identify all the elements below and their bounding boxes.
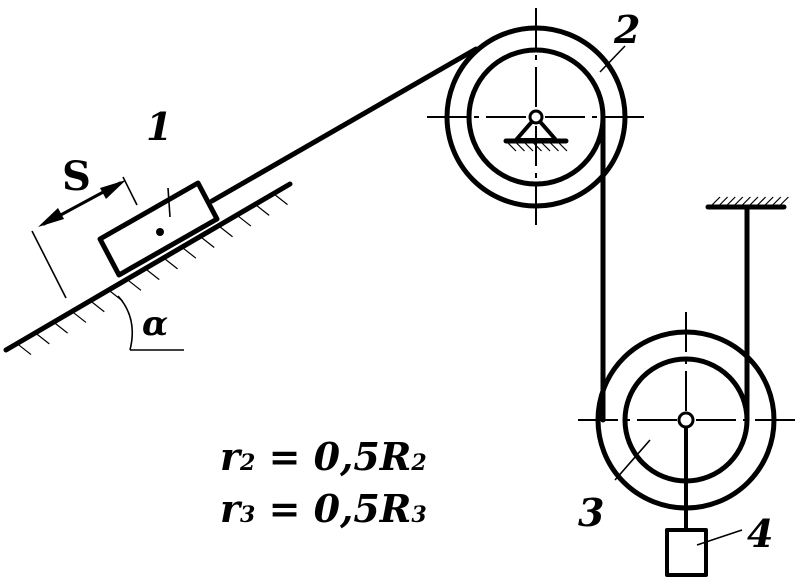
block-1 <box>97 180 220 278</box>
hatch-line <box>772 196 782 206</box>
ceiling-hatching <box>711 196 789 206</box>
weight-body <box>665 528 708 577</box>
label-weight-4: 4 <box>747 511 773 556</box>
hatch-line <box>254 203 270 216</box>
hatch-line <box>507 142 517 152</box>
rope-incline <box>209 46 479 204</box>
formula-r2-sub: 2 <box>239 450 255 476</box>
hatch-line <box>71 310 87 323</box>
hatch-line <box>273 193 288 206</box>
incline-hatching <box>16 193 288 356</box>
pulley-3-leader-line <box>614 439 651 481</box>
hatch-line <box>719 196 729 206</box>
pulley-3 <box>578 312 795 532</box>
hatch-line <box>144 268 160 281</box>
hatch-line <box>711 196 721 206</box>
weight-4 <box>665 528 743 577</box>
label-angle: α <box>142 304 168 344</box>
formula-r3-var: r <box>220 486 243 531</box>
formula-r3-rhs-sub: 3 <box>411 502 426 528</box>
hatch-line <box>218 225 233 238</box>
block-body <box>97 180 220 278</box>
formula-r2-rhs: = 0,5R <box>255 434 411 479</box>
hatch-line <box>34 332 50 345</box>
formula-r2-var: r <box>220 434 243 479</box>
ceiling-support <box>705 196 789 423</box>
label-pulley-2: 2 <box>613 7 640 52</box>
s-extension-left <box>31 230 67 299</box>
pulley-2-pin <box>528 109 544 125</box>
hatch-line <box>533 142 542 152</box>
hatch-line <box>558 142 568 152</box>
hatch-line <box>89 300 105 313</box>
incline-surface <box>3 181 293 353</box>
hatch-line <box>126 278 142 291</box>
weight-leader-line <box>696 529 743 546</box>
angle-arc <box>117 295 134 351</box>
pulley-2-leader-line <box>599 45 626 73</box>
hatch-line <box>199 236 215 248</box>
hatch-line <box>779 196 789 206</box>
hatch-line <box>749 196 759 206</box>
formula-r3-sub: 3 <box>240 502 255 528</box>
hatch-line <box>541 142 551 152</box>
block-leader-line <box>167 187 171 218</box>
hatch-line <box>550 142 559 152</box>
hatch-line <box>236 214 252 227</box>
formula-r3: r3 = 0,5R3 <box>220 486 427 531</box>
s-arrowhead-right <box>100 180 126 199</box>
pulley-2 <box>427 8 645 226</box>
hatch-line <box>163 257 178 270</box>
hatch-line <box>16 343 32 356</box>
hatch-line <box>764 196 774 206</box>
hatch-line <box>741 196 751 206</box>
hatch-line <box>181 246 197 259</box>
label-displacement: S <box>62 153 91 200</box>
label-block-1: 1 <box>146 104 172 149</box>
hatch-line <box>726 196 736 206</box>
formula-r2: r2 = 0,5R2 <box>220 434 427 479</box>
pulley-2-support-hatching <box>507 142 568 152</box>
s-arrowhead-left <box>38 208 64 227</box>
hatch-line <box>53 321 69 334</box>
hatch-line <box>524 142 534 152</box>
displacement-arrow <box>31 176 138 299</box>
formula-r3-rhs: = 0,5R <box>255 486 411 531</box>
hatch-line <box>108 289 123 302</box>
label-pulley-3: 3 <box>578 490 604 535</box>
block-center <box>156 228 164 236</box>
pulley-3-pin <box>677 411 695 429</box>
s-extension-right <box>122 176 138 206</box>
inclined-plane <box>3 181 293 356</box>
hatch-line <box>734 196 744 206</box>
formula-r2-rhs-sub: 2 <box>410 450 426 476</box>
hatch-line <box>757 196 767 206</box>
hatch-line <box>516 142 525 152</box>
